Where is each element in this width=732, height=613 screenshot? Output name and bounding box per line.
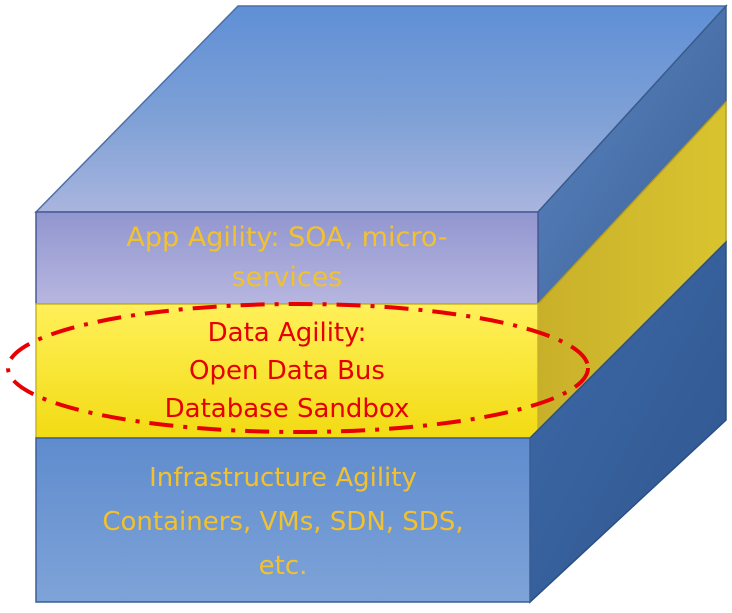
infrastructure-layer-label: Infrastructure Agility Containers, VMs, … (36, 442, 530, 602)
data-layer-label-line: Data Agility: (207, 318, 367, 348)
data-layer-label-line: Database Sandbox (164, 394, 410, 424)
infrastructure-layer-label-line: etc. (258, 551, 308, 581)
data-layer-highlight-ellipse (6, 302, 590, 434)
infrastructure-layer-label-line: Containers, VMs, SDN, SDS, (102, 507, 464, 537)
infrastructure-layer-front-face (35, 437, 531, 603)
infrastructure-layer-label-line: Infrastructure Agility (149, 463, 417, 493)
app-layer-front-face (35, 211, 539, 305)
app-layer-label: App Agility: SOA, micro- services (36, 212, 538, 304)
data-layer-label: Data Agility: Open Data Bus Database San… (36, 305, 538, 437)
data-layer-label-line: Open Data Bus (189, 356, 385, 386)
app-layer-label-line: services (231, 262, 343, 293)
app-layer-label-line: App Agility: SOA, micro- (126, 222, 448, 253)
data-layer-front-face (35, 303, 539, 439)
